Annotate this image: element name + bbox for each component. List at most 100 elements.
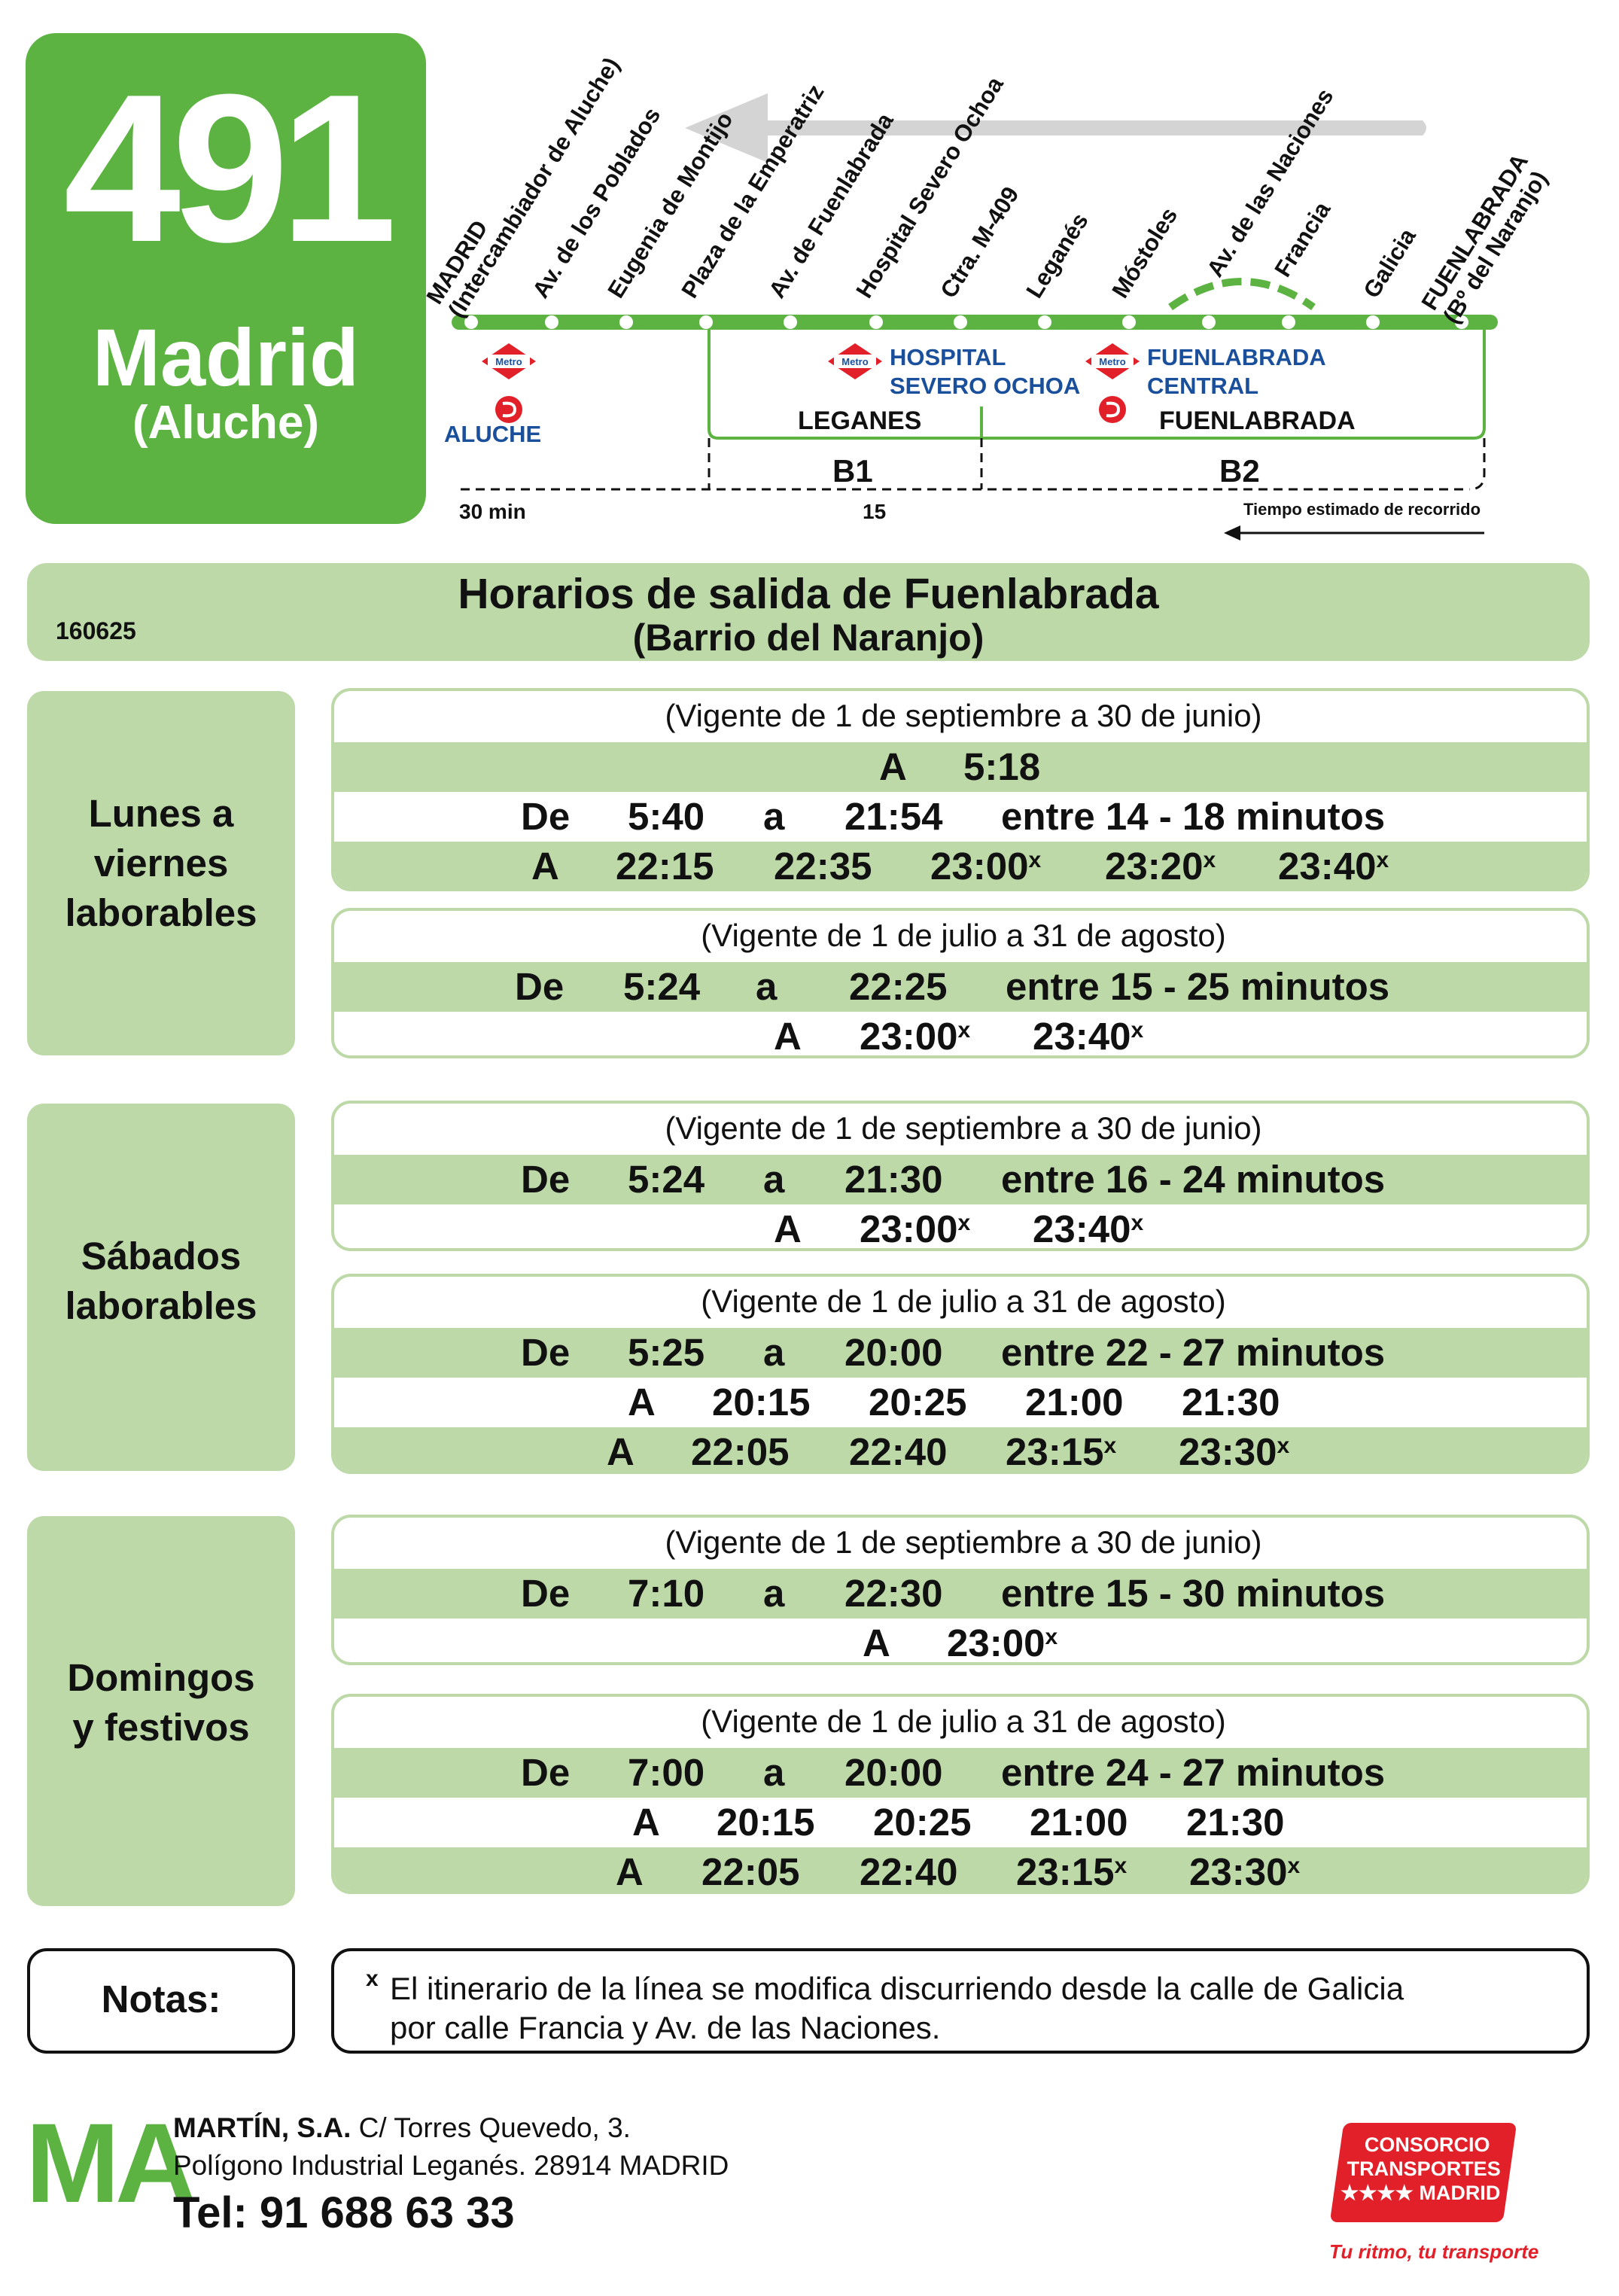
cell: 22:05 (701, 1850, 800, 1893)
period-header: (Vigente de 1 de septiembre a 30 de juni… (334, 1518, 1587, 1569)
stop-marker (619, 315, 633, 329)
cell: 23:30x (1179, 1430, 1290, 1473)
line-number: 491 (63, 51, 397, 286)
stop-marker (954, 315, 967, 329)
cell: De (515, 965, 565, 1008)
ctm-text: ★★★★ MADRID (1341, 2182, 1501, 2204)
period-header: (Vigente de 1 de julio a 31 de agosto) (334, 1277, 1587, 1328)
cell: 23:40x (1033, 1015, 1144, 1058)
schedule-weekdays-winter: (Vigente de 1 de septiembre a 30 de juni… (331, 688, 1590, 891)
cell: entre 15 - 30 minutos (1001, 1572, 1386, 1615)
stop-marker (464, 315, 478, 329)
ctm-text: CONSORCIO (1364, 2133, 1490, 2156)
day-label-line: Domingos (67, 1656, 255, 1699)
cell: 5:18 (963, 745, 1041, 788)
cell: 21:30 (1182, 1381, 1280, 1424)
notes-panel: x El itinerario de la línea se modifica … (331, 1948, 1590, 2054)
stop-marker (1455, 315, 1468, 329)
period-text: (Vigente de 1 de septiembre a 30 de juni… (665, 1110, 1262, 1146)
schedule-row: De 5:24 a 21:30 entre 16 - 24 minutos (334, 1155, 1587, 1204)
cell: 20:00 (844, 1751, 943, 1794)
notes-mark: x (366, 1966, 379, 1991)
cell: entre 16 - 24 minutos (1001, 1158, 1386, 1201)
schedule-row: A 22:05 22:40 23:15x 23:30x (334, 1427, 1587, 1473)
cell: a (763, 1751, 785, 1794)
cell: 21:00 (1030, 1801, 1128, 1844)
stop-marker (545, 315, 558, 329)
schedule-row: A 20:15 20:25 21:00 21:30 (334, 1798, 1587, 1847)
cell: 22:40 (849, 1430, 948, 1473)
stop-marker (1366, 315, 1380, 329)
cell: 21:54 (844, 795, 943, 838)
day-label-line: Sábados (81, 1235, 242, 1277)
cell: De (521, 1572, 571, 1615)
cell: 20:15 (712, 1381, 811, 1424)
cell: 22:30 (844, 1572, 943, 1615)
day-label-line: laborables (65, 891, 257, 934)
cell: A (879, 745, 907, 788)
stop-marker (1202, 315, 1216, 329)
zone-fuenlabrada: FUENLABRADA (1159, 407, 1356, 435)
svg-text:Metro: Metro (1099, 356, 1125, 367)
cell: A (774, 1015, 802, 1058)
fare-zone-b2: B2 (1219, 453, 1260, 489)
line-badge: 491 Madrid (Aluche) (26, 33, 426, 524)
period-text: (Vigente de 1 de septiembre a 30 de juni… (665, 1524, 1262, 1560)
destination-area: (Aluche) (132, 397, 319, 449)
cell: a (763, 795, 785, 838)
schedule-saturdays-summer: (Vigente de 1 de julio a 31 de agosto) D… (331, 1274, 1590, 1474)
schedule-row: A 23:00x (334, 1618, 1587, 1662)
schedule-row: De 7:10 a 22:30 entre 15 - 30 minutos (334, 1569, 1587, 1618)
cell: 22:35 (774, 845, 872, 888)
cell: A (774, 1207, 802, 1250)
stop-marker (1282, 315, 1295, 329)
operator-phone: Tel: 91 688 63 33 (173, 2188, 515, 2237)
day-label-line: laborables (65, 1284, 257, 1327)
ctm-logo: CONSORCIO TRANSPORTES ★★★★ MADRID (1329, 2123, 1517, 2222)
schedule-sundays-summer: (Vigente de 1 de julio a 31 de agosto) D… (331, 1694, 1590, 1894)
period-text: (Vigente de 1 de septiembre a 30 de juni… (665, 698, 1262, 733)
schedule-row: A 20:15 20:25 21:00 21:30 (334, 1378, 1587, 1427)
time-30: 30 min (459, 500, 526, 523)
period-header: (Vigente de 1 de septiembre a 30 de juni… (334, 1104, 1587, 1155)
schedule-row: De 5:25 a 20:00 entre 22 - 27 minutos (334, 1328, 1587, 1378)
cell: 21:00 (1025, 1381, 1124, 1424)
operator-address: Polígono Industrial Leganés. 28914 MADRI… (173, 2150, 729, 2181)
time-note: Tiempo estimado de recorrido (1243, 500, 1481, 519)
schedule-sundays-winter: (Vigente de 1 de septiembre a 30 de juni… (331, 1515, 1590, 1665)
cell: a (756, 965, 778, 1008)
period-text: (Vigente de 1 de julio a 31 de agosto) (701, 1704, 1226, 1739)
schedule-saturdays-winter: (Vigente de 1 de septiembre a 30 de juni… (331, 1101, 1590, 1251)
date-code: 160625 (56, 617, 136, 644)
cell: A (616, 1850, 644, 1893)
day-label-saturdays: Sábados laborables (27, 1104, 295, 1471)
aluche-label: ALUCHE (444, 421, 542, 447)
cell: entre 24 - 27 minutos (1001, 1751, 1386, 1794)
cell: 22:05 (691, 1430, 790, 1473)
period-text: (Vigente de 1 de julio a 31 de agosto) (701, 1284, 1226, 1319)
page-title: Horarios de salida de Fuenlabrada (458, 570, 1159, 618)
cell: entre 15 - 25 minutos (1006, 965, 1390, 1008)
cell: A (632, 1801, 660, 1844)
notes-label: Notas: (101, 1978, 221, 2020)
stop-marker (699, 315, 713, 329)
svg-text:Metro: Metro (841, 356, 868, 367)
cell: 22:40 (860, 1850, 958, 1893)
cell: entre 14 - 18 minutos (1001, 795, 1386, 838)
cell: 21:30 (1186, 1801, 1285, 1844)
stop-marker (1038, 315, 1051, 329)
schedule-row: De 5:40 a 21:54 entre 14 - 18 minutos (334, 792, 1587, 842)
cell: A (628, 1381, 656, 1424)
cell: 5:24 (628, 1158, 705, 1201)
cell: 23:40x (1033, 1207, 1144, 1250)
ctm-slogan: Tu ritmo, tu transporte (1329, 2240, 1539, 2263)
cell: 23:00x (930, 845, 1042, 888)
time-15: 15 (863, 500, 887, 523)
cell: 20:15 (717, 1801, 815, 1844)
period-text: (Vigente de 1 de julio a 31 de agosto) (701, 918, 1226, 953)
cell: 23:20x (1105, 845, 1216, 888)
cell: A (607, 1430, 635, 1473)
cell: De (521, 1331, 571, 1374)
cell: 21:30 (844, 1158, 943, 1201)
